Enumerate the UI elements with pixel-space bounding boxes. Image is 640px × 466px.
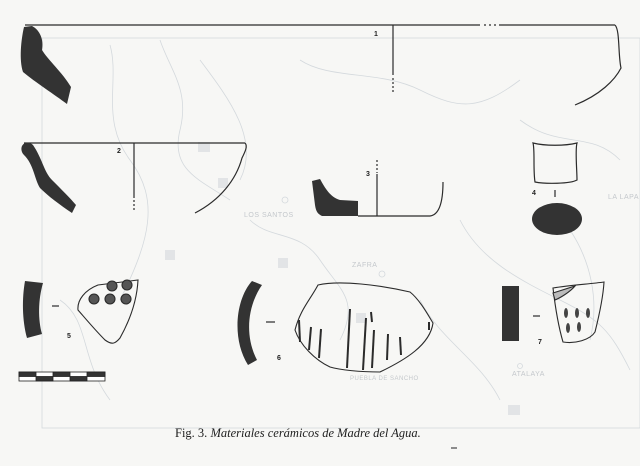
scale-bar [18, 371, 106, 382]
figure-caption: Fig. 3. Materiales cerámicos de Madre de… [175, 426, 421, 441]
vessel-2 [24, 142, 247, 214]
vessel-1-profile [20, 26, 71, 104]
map-label-atalaya: ATALAYA [512, 371, 545, 378]
item-number-6: 6 [277, 355, 281, 362]
item-number-1: 1 [374, 31, 378, 38]
item-number-5: 5 [67, 333, 71, 340]
sherd-6-incisions [298, 308, 430, 371]
sherd-7-section [502, 286, 519, 341]
item-number-4: 4 [532, 190, 536, 197]
vessel-4 [532, 142, 578, 197]
sherd-6-section [237, 281, 262, 365]
map-label-los-santos: LOS SANTOS [244, 212, 294, 219]
item-number-7: 7 [538, 339, 542, 346]
vessel-3-profile [312, 179, 358, 216]
map-label-zafra: ZAFRA [352, 262, 378, 269]
sherd-5-section [22, 281, 43, 338]
sherd-5 [77, 279, 139, 344]
vessel-2-profile [21, 142, 76, 213]
vessel-1 [25, 24, 622, 106]
item-number-3: 3 [366, 171, 370, 178]
item-number-2: 2 [117, 148, 121, 155]
background-map [41, 37, 640, 429]
sherd-7 [552, 281, 605, 344]
map-symbols [165, 142, 520, 415]
map-label-la-lapa: LA LAPA [608, 194, 640, 201]
map-label-puebla: PUEBLA DE SANCHO [350, 376, 419, 382]
caption-label: Fig. 3. [175, 426, 208, 440]
sherd-7-impressions [564, 308, 590, 333]
sherd-6 [294, 282, 434, 373]
vessel-3 [358, 160, 444, 217]
caption-title: Materiales cerámicos de Madre del Agua. [210, 426, 421, 440]
vessel-4-section [532, 203, 582, 235]
